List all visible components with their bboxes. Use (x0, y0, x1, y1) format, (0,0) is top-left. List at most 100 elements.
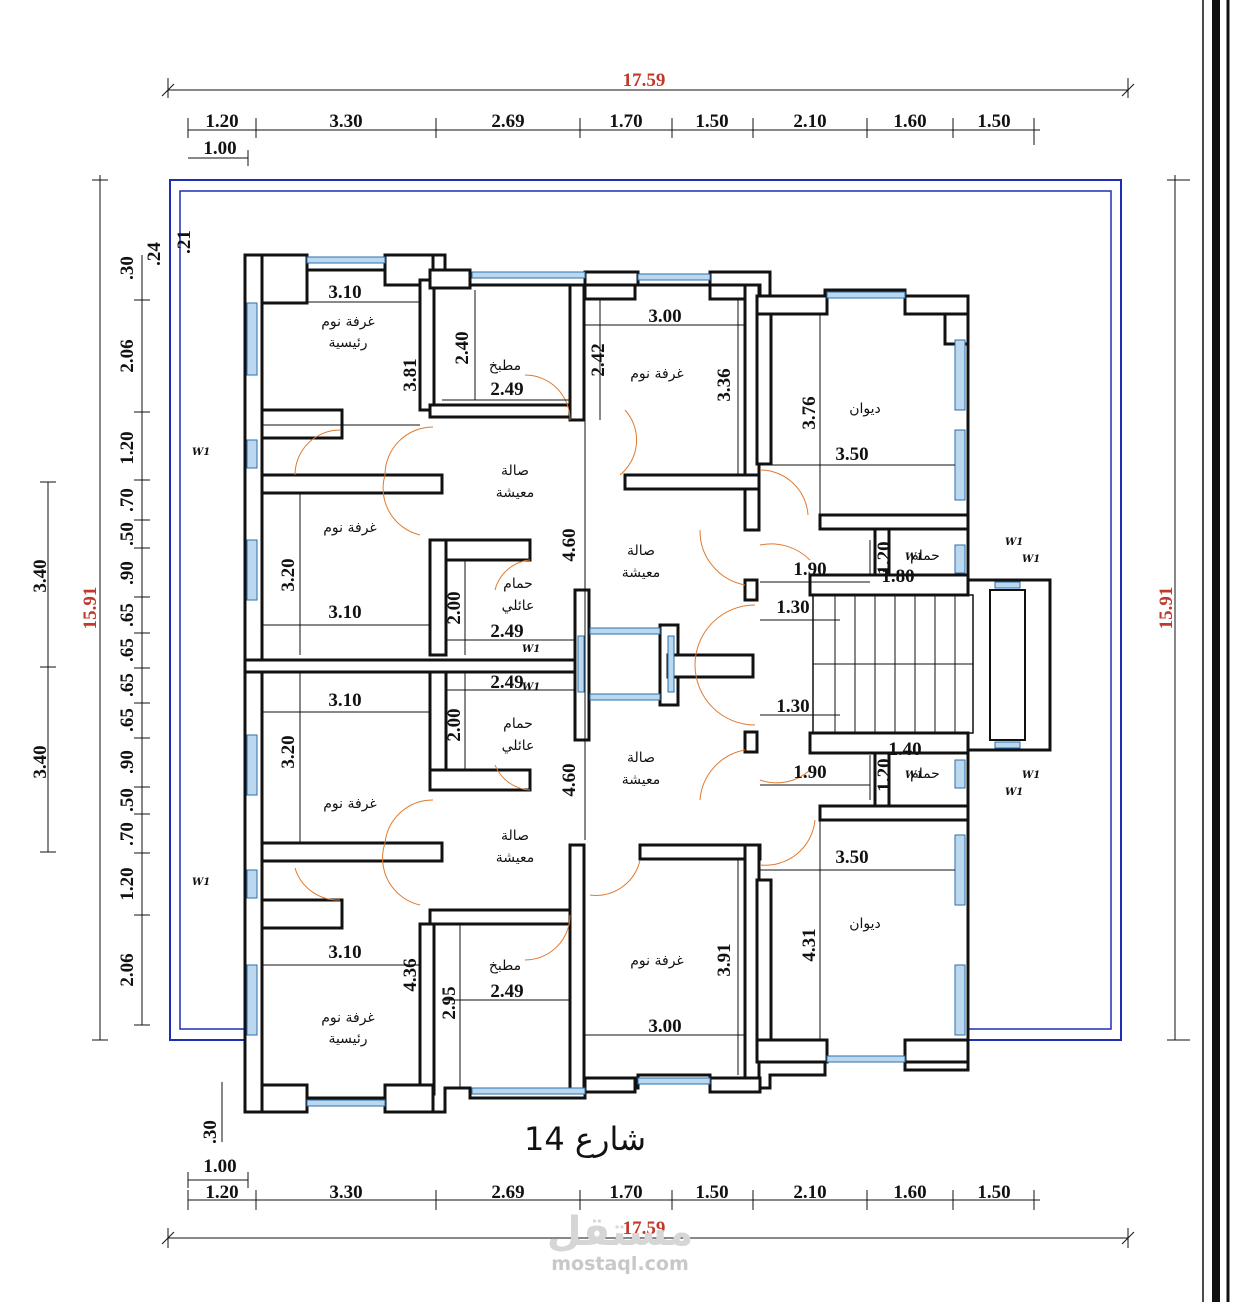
left-small-c: .21 (174, 230, 195, 254)
top-dimensions: 17.59 1.20 3.30 2.69 1.70 1.50 2.10 1.60… (161, 70, 1135, 166)
top-dim-6: 2.10 (793, 111, 826, 132)
dim-431: 4.31 (799, 928, 820, 961)
left-dim-1: 2.06 (117, 339, 138, 372)
room-living-top-left-2: معيشة (496, 485, 534, 501)
room-kitchen-top: مطبخ (489, 358, 521, 374)
bottom-left-small: .30 (200, 1120, 221, 1144)
dim-436: 4.36 (400, 958, 421, 991)
dim-310b: 3.10 (328, 602, 361, 623)
dim-350a: 3.50 (835, 444, 868, 465)
top-dim-8: 1.50 (977, 111, 1010, 132)
doors (294, 374, 816, 961)
dim-376: 3.76 (799, 396, 820, 429)
dim-249b: 2.49 (490, 621, 523, 642)
bottom-dim-5: 1.50 (695, 1182, 728, 1203)
left-dim-340a: 3.40 (30, 559, 51, 592)
room-family-bath-top-2: عائلي (502, 598, 535, 614)
dim-120a: 1.20 (874, 541, 895, 574)
bottom-dimensions: 1.00 1.20 3.30 2.69 1.70 1.50 2.10 1.60 … (161, 1082, 1135, 1248)
dim-391: 3.91 (714, 943, 735, 976)
room-labels: غرفة نوم رئيسية مطبخ غرفة نوم ديوان صالة… (321, 314, 940, 1047)
dim-300b: 3.00 (648, 1016, 681, 1037)
window-tag-7: W1 (1005, 537, 1023, 548)
window-tag-1: W1 (192, 447, 210, 458)
room-kitchen-bottom: مطبخ (489, 958, 521, 974)
left-dim-3: .70 (117, 488, 138, 512)
left-dim-5: .90 (117, 561, 138, 585)
dim-180: 1.80 (881, 566, 914, 587)
dim-240: 2.40 (452, 331, 473, 364)
left-dim-8: .65 (117, 673, 138, 697)
dim-460a: 4.60 (559, 528, 580, 561)
dim-190a: 1.90 (793, 559, 826, 580)
left-dim-11: .50 (117, 788, 138, 812)
windows (246, 256, 1021, 1107)
window-tag-5: W1 (905, 552, 923, 563)
dim-320b: 3.20 (278, 735, 299, 768)
room-living-bottom-center: صالة (627, 750, 655, 766)
top-dim-4: 1.70 (609, 111, 642, 132)
left-dim-340b: 3.40 (30, 745, 51, 778)
left-dim-13: 1.20 (117, 867, 138, 900)
room-family-bath-bottom: حمام (503, 716, 533, 732)
dim-381: 3.81 (400, 358, 421, 391)
dim-295: 2.95 (439, 986, 460, 1019)
dim-242: 2.42 (588, 343, 609, 376)
bottom-dim-row2: 1.00 (203, 1156, 236, 1177)
street-label: شارع 14 (524, 1120, 646, 1158)
inner-dimension-texts: 3.10 3.81 2.40 2.49 2.42 3.00 3.36 3.76 … (278, 282, 922, 1037)
bottom-dim-1: 1.20 (205, 1182, 238, 1203)
bottom-dim-6: 2.10 (793, 1182, 826, 1203)
dim-350b: 3.50 (835, 847, 868, 868)
top-dim-1: 1.20 (205, 111, 238, 132)
page-border-bar (1212, 0, 1220, 1302)
top-dim-row2: 1.00 (203, 138, 236, 159)
dim-320a: 3.20 (278, 558, 299, 591)
window-tag-2: W1 (192, 877, 210, 888)
window-tags: W1 W1 W1 W1 W1 W1 W1 W1 W1 W1 (192, 447, 1040, 888)
room-family-bath-top: حمام (503, 576, 533, 592)
staircase (812, 589, 1026, 741)
room-master-bedroom-top: غرفة نوم (321, 314, 375, 330)
watermark-url: mostaql.com (551, 1253, 689, 1275)
room-living-bottom-center-2: معيشة (622, 772, 660, 788)
room-diwan-top: ديوان (849, 401, 881, 417)
bottom-dim-2: 3.30 (329, 1182, 362, 1203)
dim-200a: 2.00 (444, 591, 465, 624)
overall-width-top: 17.59 (623, 70, 666, 91)
left-small-a: .30 (117, 256, 138, 280)
window-tag-4: W1 (522, 682, 540, 693)
room-family-bath-bottom-2: عائلي (502, 738, 535, 754)
window-tag-6: W1 (905, 770, 923, 781)
left-dim-12: .70 (117, 822, 138, 846)
bottom-dim-7: 1.60 (893, 1182, 926, 1203)
bottom-dim-4: 1.70 (609, 1182, 642, 1203)
dim-249a: 2.49 (490, 379, 523, 400)
left-dimensions: 15.91 3.40 3.40 2.06 1.20 .70 .50 .90 .6… (30, 175, 195, 1041)
overall-depth-left: 15.91 (80, 587, 101, 630)
overall-width-bottom: 17.59 (623, 1218, 666, 1239)
room-bedroom-top-center: غرفة نوم (630, 366, 684, 382)
top-dim-5: 1.50 (695, 111, 728, 132)
dim-310d: 3.10 (328, 942, 361, 963)
room-master-bedroom-bottom-2: رئيسية (328, 1031, 367, 1047)
inner-dimension-lines (262, 290, 955, 1088)
room-bath-right-bottom: حمام (910, 766, 940, 782)
room-living-top-left: صالة (501, 463, 529, 479)
right-dimensions: 15.91 (1156, 175, 1190, 1041)
left-dim-6: .65 (117, 603, 138, 627)
dim-130b: 1.30 (776, 696, 809, 717)
bottom-dim-8: 1.50 (977, 1182, 1010, 1203)
room-living-bottom-left: صالة (501, 828, 529, 844)
room-bedroom-bottom-center: غرفة نوم (630, 953, 684, 969)
dim-460b: 4.60 (559, 763, 580, 796)
dim-300a: 3.00 (648, 306, 681, 327)
top-dim-3: 2.69 (491, 111, 524, 132)
room-living-top-center-2: معيشة (622, 565, 660, 581)
room-bedroom-left-top: غرفة نوم (323, 520, 377, 536)
dim-336: 3.36 (714, 368, 735, 401)
overall-depth-right: 15.91 (1156, 587, 1177, 630)
dim-249c: 2.49 (490, 672, 523, 693)
window-tag-3: W1 (522, 644, 540, 655)
room-living-top-center: صالة (627, 543, 655, 559)
